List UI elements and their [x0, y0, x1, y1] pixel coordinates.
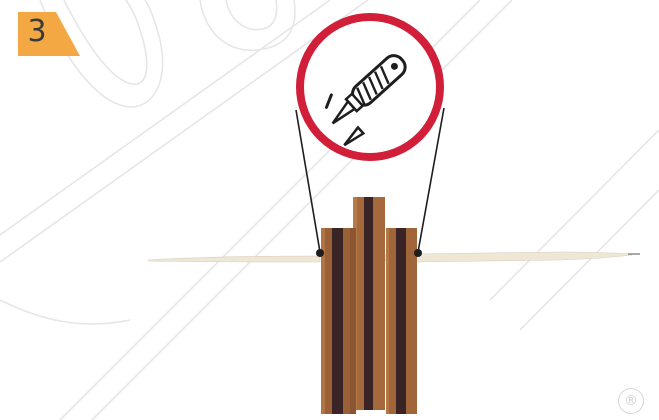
skewer-left-tip — [148, 256, 320, 262]
callout-anchor-left — [316, 249, 324, 257]
registered-trademark-icon: ® — [618, 388, 644, 414]
tool-callout — [300, 17, 440, 157]
wood-stick-middle — [353, 197, 385, 410]
wood-stick-right — [386, 228, 417, 414]
wood-stick-left — [321, 228, 356, 414]
skewer-right-tip — [414, 252, 632, 262]
callout-anchor-right — [414, 249, 422, 257]
